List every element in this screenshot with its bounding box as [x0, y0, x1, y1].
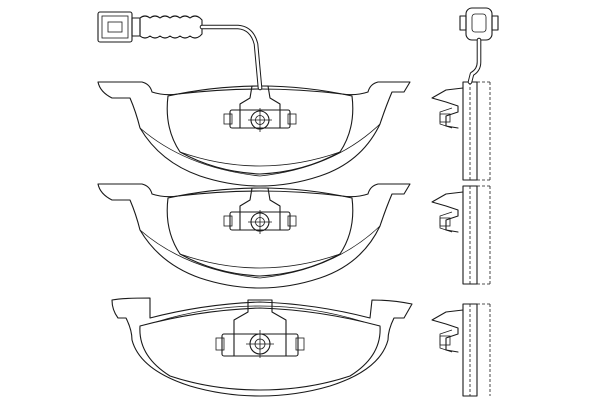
wear-sensor-sleeve	[139, 15, 203, 39]
wear-sensor-connector	[97, 11, 141, 43]
bottom-pad-front-view	[111, 297, 413, 397]
top-pad-front-view	[97, 81, 411, 187]
middle-pad-front-view	[97, 183, 411, 289]
top-pad-side-view	[431, 7, 499, 181]
wear-sensor-cable	[199, 24, 263, 91]
bottom-pad-side-view	[431, 303, 491, 397]
middle-pad-side-view	[431, 185, 491, 285]
